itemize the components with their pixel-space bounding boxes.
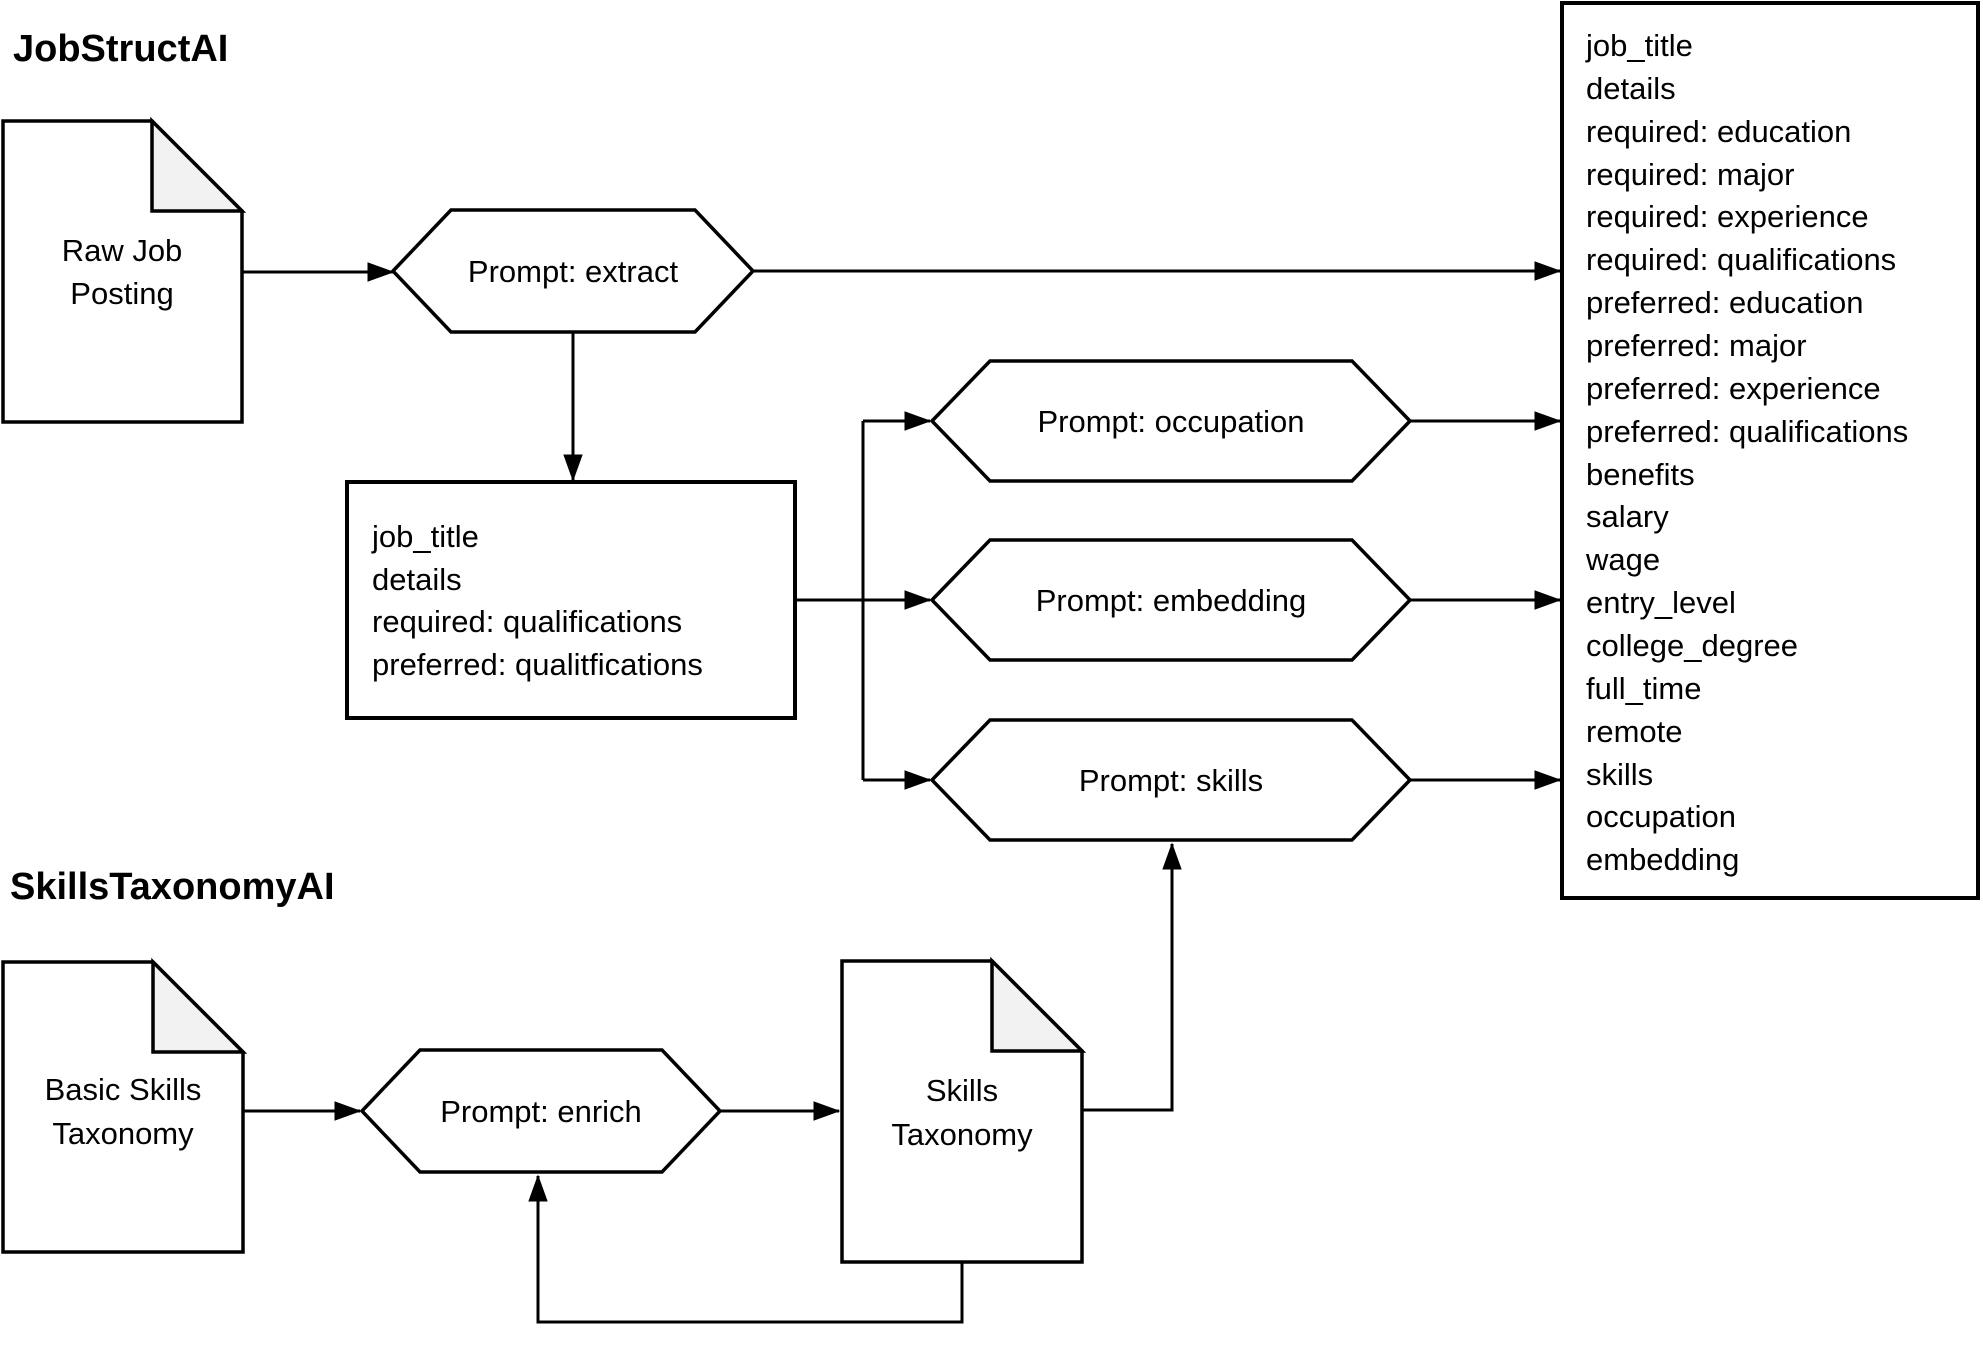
output-field-line: preferred: experience	[1586, 371, 1881, 406]
rect-extracted-fields: job_title details required: qualificatio…	[345, 480, 797, 720]
hexagon-prompt-extract-outline	[390, 208, 756, 334]
doc-raw-job-posting: Raw Job Posting	[1, 116, 247, 424]
hexagon-prompt-skills: Prompt: skills	[929, 718, 1413, 842]
hexagon-prompt-skills-label: Prompt: skills	[1079, 763, 1263, 798]
doc-raw-job-posting-outline	[1, 119, 244, 424]
doc-skills-taxonomy: Skills Taxonomy	[840, 956, 1087, 1264]
doc-raw-job-posting-label-line1: Raw Job	[62, 233, 183, 268]
hexagon-prompt-embedding-label: Prompt: embedding	[1036, 583, 1307, 618]
output-field-line: occupation	[1586, 799, 1736, 834]
extracted-field-line: required: qualifications	[372, 604, 682, 639]
output-field-line: preferred: education	[1586, 285, 1863, 320]
output-field-line: benefits	[1586, 457, 1695, 492]
output-field-line: college_degree	[1586, 628, 1798, 663]
doc-raw-job-posting-label-line2: Posting	[70, 276, 173, 311]
output-field-line: required: major	[1586, 157, 1794, 192]
output-field-line: wage	[1585, 542, 1660, 577]
extracted-field-line: details	[372, 562, 462, 597]
edge-taxonomy-feedback-to-enrich	[528, 1174, 964, 1324]
hexagon-prompt-occupation-outline	[929, 359, 1413, 483]
doc-basic-skills-taxonomy-outline	[1, 960, 245, 1254]
doc-skills-taxonomy-fold	[990, 956, 1087, 1053]
hexagon-prompt-skills-outline	[929, 718, 1413, 842]
output-field-line: required: education	[1586, 114, 1851, 149]
doc-basic-skills-taxonomy-label-line2: Taxonomy	[52, 1116, 194, 1151]
hexagon-prompt-enrich: Prompt: enrich	[359, 1048, 723, 1174]
hexagon-prompt-occupation: Prompt: occupation	[929, 359, 1413, 483]
hexagon-prompt-enrich-outline	[359, 1048, 723, 1174]
hexagon-prompt-extract-label: Prompt: extract	[468, 254, 679, 289]
rect-output-fields-outline	[1560, 1, 1980, 900]
output-field-line: skills	[1586, 757, 1653, 792]
doc-basic-skills-taxonomy: Basic Skills Taxonomy	[1, 957, 248, 1254]
doc-skills-taxonomy-label-line2: Taxonomy	[891, 1117, 1033, 1152]
output-field-line: required: experience	[1586, 199, 1869, 234]
doc-raw-job-posting-fold	[150, 116, 247, 213]
section-title-jobstructai: JobStructAI	[13, 28, 228, 70]
section-title-skillstaxonomyai: SkillsTaxonomyAI	[10, 866, 335, 908]
edge-taxonomy-to-promptskills	[1082, 842, 1182, 1112]
hexagon-prompt-enrich-label: Prompt: enrich	[440, 1094, 642, 1129]
output-field-line: preferred: major	[1586, 328, 1807, 363]
output-field-line: preferred: qualifications	[1586, 414, 1908, 449]
rect-extracted-fields-outline	[345, 480, 797, 720]
hexagon-prompt-embedding: Prompt: embedding	[929, 538, 1413, 662]
output-field-line: details	[1586, 71, 1676, 106]
output-field-line: full_time	[1586, 671, 1701, 706]
output-field-line: remote	[1586, 714, 1682, 749]
output-field-line: job_title	[1585, 28, 1693, 63]
output-field-line: embedding	[1586, 842, 1739, 877]
doc-skills-taxonomy-outline	[840, 959, 1084, 1264]
doc-basic-skills-taxonomy-fold	[151, 957, 248, 1054]
hexagon-prompt-occupation-label: Prompt: occupation	[1037, 404, 1304, 439]
connectors	[242, 261, 1562, 1324]
rect-output-fields: job_title details required: education re…	[1560, 1, 1980, 900]
output-field-line: entry_level	[1586, 585, 1736, 620]
extracted-field-line: preferred: qualitfications	[372, 647, 703, 682]
doc-skills-taxonomy-label-line1: Skills	[926, 1073, 998, 1108]
extracted-field-line: job_title	[371, 519, 479, 554]
output-field-line: salary	[1586, 499, 1669, 534]
output-field-line: required: qualifications	[1586, 242, 1896, 277]
hexagon-prompt-extract: Prompt: extract	[390, 208, 756, 334]
hexagon-prompt-embedding-outline	[929, 538, 1413, 662]
doc-basic-skills-taxonomy-label-line1: Basic Skills	[45, 1072, 202, 1107]
